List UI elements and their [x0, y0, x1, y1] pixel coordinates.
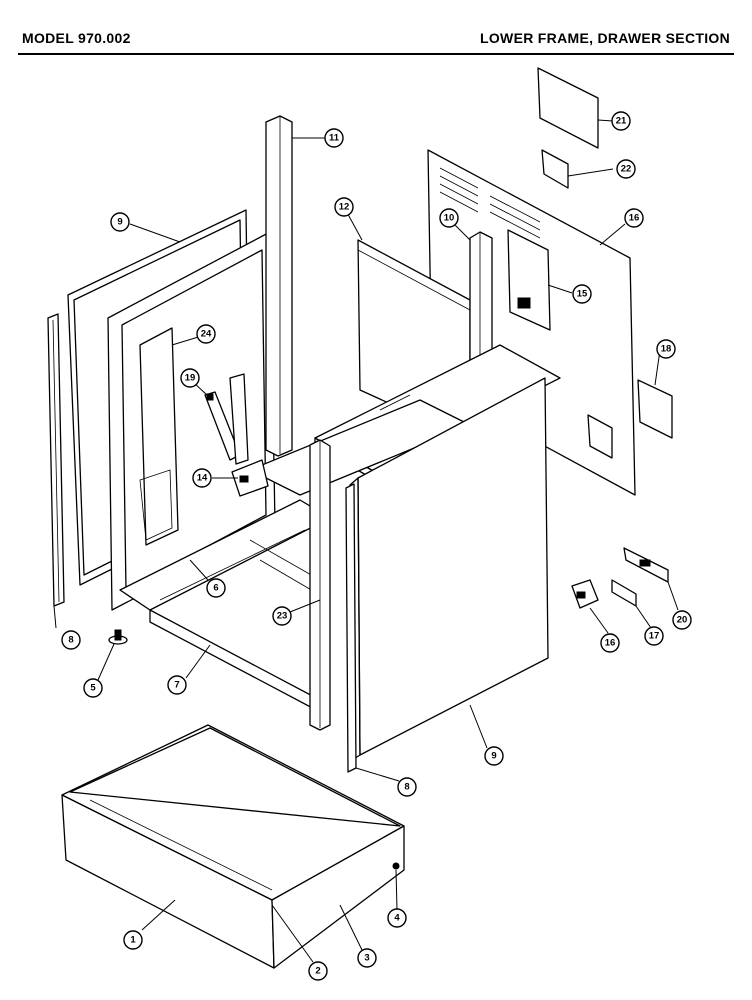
page-header: MODEL 970.002 LOWER FRAME, DRAWER SECTIO…: [0, 0, 752, 56]
callout-19: 19: [180, 368, 200, 388]
access-plate: [637, 379, 673, 439]
svg-text:18: 18: [661, 344, 672, 355]
svg-text:5: 5: [90, 683, 96, 694]
callout-20: 20: [672, 610, 692, 630]
svg-text:7: 7: [174, 680, 179, 691]
svg-text:22: 22: [621, 164, 632, 175]
svg-text:16: 16: [605, 638, 616, 649]
svg-text:9: 9: [117, 217, 122, 228]
svg-text:8: 8: [68, 635, 73, 646]
svg-text:3: 3: [364, 953, 369, 964]
bracket-14: [231, 459, 269, 497]
callout-2: 2: [308, 961, 328, 981]
svg-text:19: 19: [185, 373, 196, 384]
svg-text:17: 17: [649, 631, 660, 642]
callout-1: 1: [123, 930, 143, 950]
callout-8-left: 8: [61, 630, 81, 650]
svg-text:8: 8: [404, 782, 409, 793]
svg-text:15: 15: [577, 289, 588, 300]
svg-text:1: 1: [130, 935, 136, 946]
rear-left-post: [265, 115, 293, 457]
callout-17: 17: [644, 626, 664, 646]
callout-21: 21: [611, 111, 631, 131]
callout-4: 4: [387, 908, 407, 928]
right-trim-strip: [345, 483, 357, 773]
svg-text:23: 23: [277, 611, 288, 622]
bracket-17: [611, 579, 637, 607]
callout-16-top: 16: [624, 208, 644, 228]
svg-text:14: 14: [197, 473, 208, 484]
door-hinge: [204, 373, 249, 465]
svg-text:2: 2: [315, 966, 320, 977]
svg-text:10: 10: [444, 213, 455, 224]
callout-10: 10: [439, 208, 459, 228]
callout-18: 18: [656, 339, 676, 359]
svg-text:20: 20: [677, 615, 688, 626]
callout-22: 22: [616, 159, 636, 179]
leveling-leg: [108, 629, 128, 645]
front-right-post: [309, 439, 331, 731]
svg-text:4: 4: [394, 913, 400, 924]
bracket-16: [571, 579, 599, 609]
header-divider: [18, 53, 734, 55]
callout-16-bottom: 16: [600, 633, 620, 653]
callout-6: 6: [206, 578, 226, 598]
svg-text:9: 9: [491, 751, 496, 762]
svg-text:21: 21: [616, 116, 627, 127]
svg-text:11: 11: [329, 133, 340, 144]
callout-9-left: 9: [110, 212, 130, 232]
cover-plate: [537, 67, 599, 149]
callout-14: 14: [192, 468, 212, 488]
callout-9-right: 9: [484, 746, 504, 766]
callout-3: 3: [357, 948, 377, 968]
section-title: LOWER FRAME, DRAWER SECTION: [480, 30, 730, 46]
svg-text:12: 12: [339, 202, 350, 213]
callout-11: 11: [324, 128, 344, 148]
storage-drawer: [61, 724, 405, 969]
callout-24: 24: [196, 324, 216, 344]
left-trim-strip: [47, 313, 65, 607]
svg-text:16: 16: [629, 213, 640, 224]
callout-7: 7: [167, 675, 187, 695]
bracket-20: [623, 547, 669, 583]
right-side-panel: [349, 377, 549, 761]
svg-text:24: 24: [201, 329, 212, 340]
callout-8-right: 8: [397, 777, 417, 797]
callout-23: 23: [272, 606, 292, 626]
callout-12: 12: [334, 197, 354, 217]
callout-5: 5: [83, 678, 103, 698]
svg-text:6: 6: [213, 583, 218, 594]
callout-15: 15: [572, 284, 592, 304]
model-number: MODEL 970.002: [22, 30, 131, 46]
small-plate: [541, 149, 569, 189]
